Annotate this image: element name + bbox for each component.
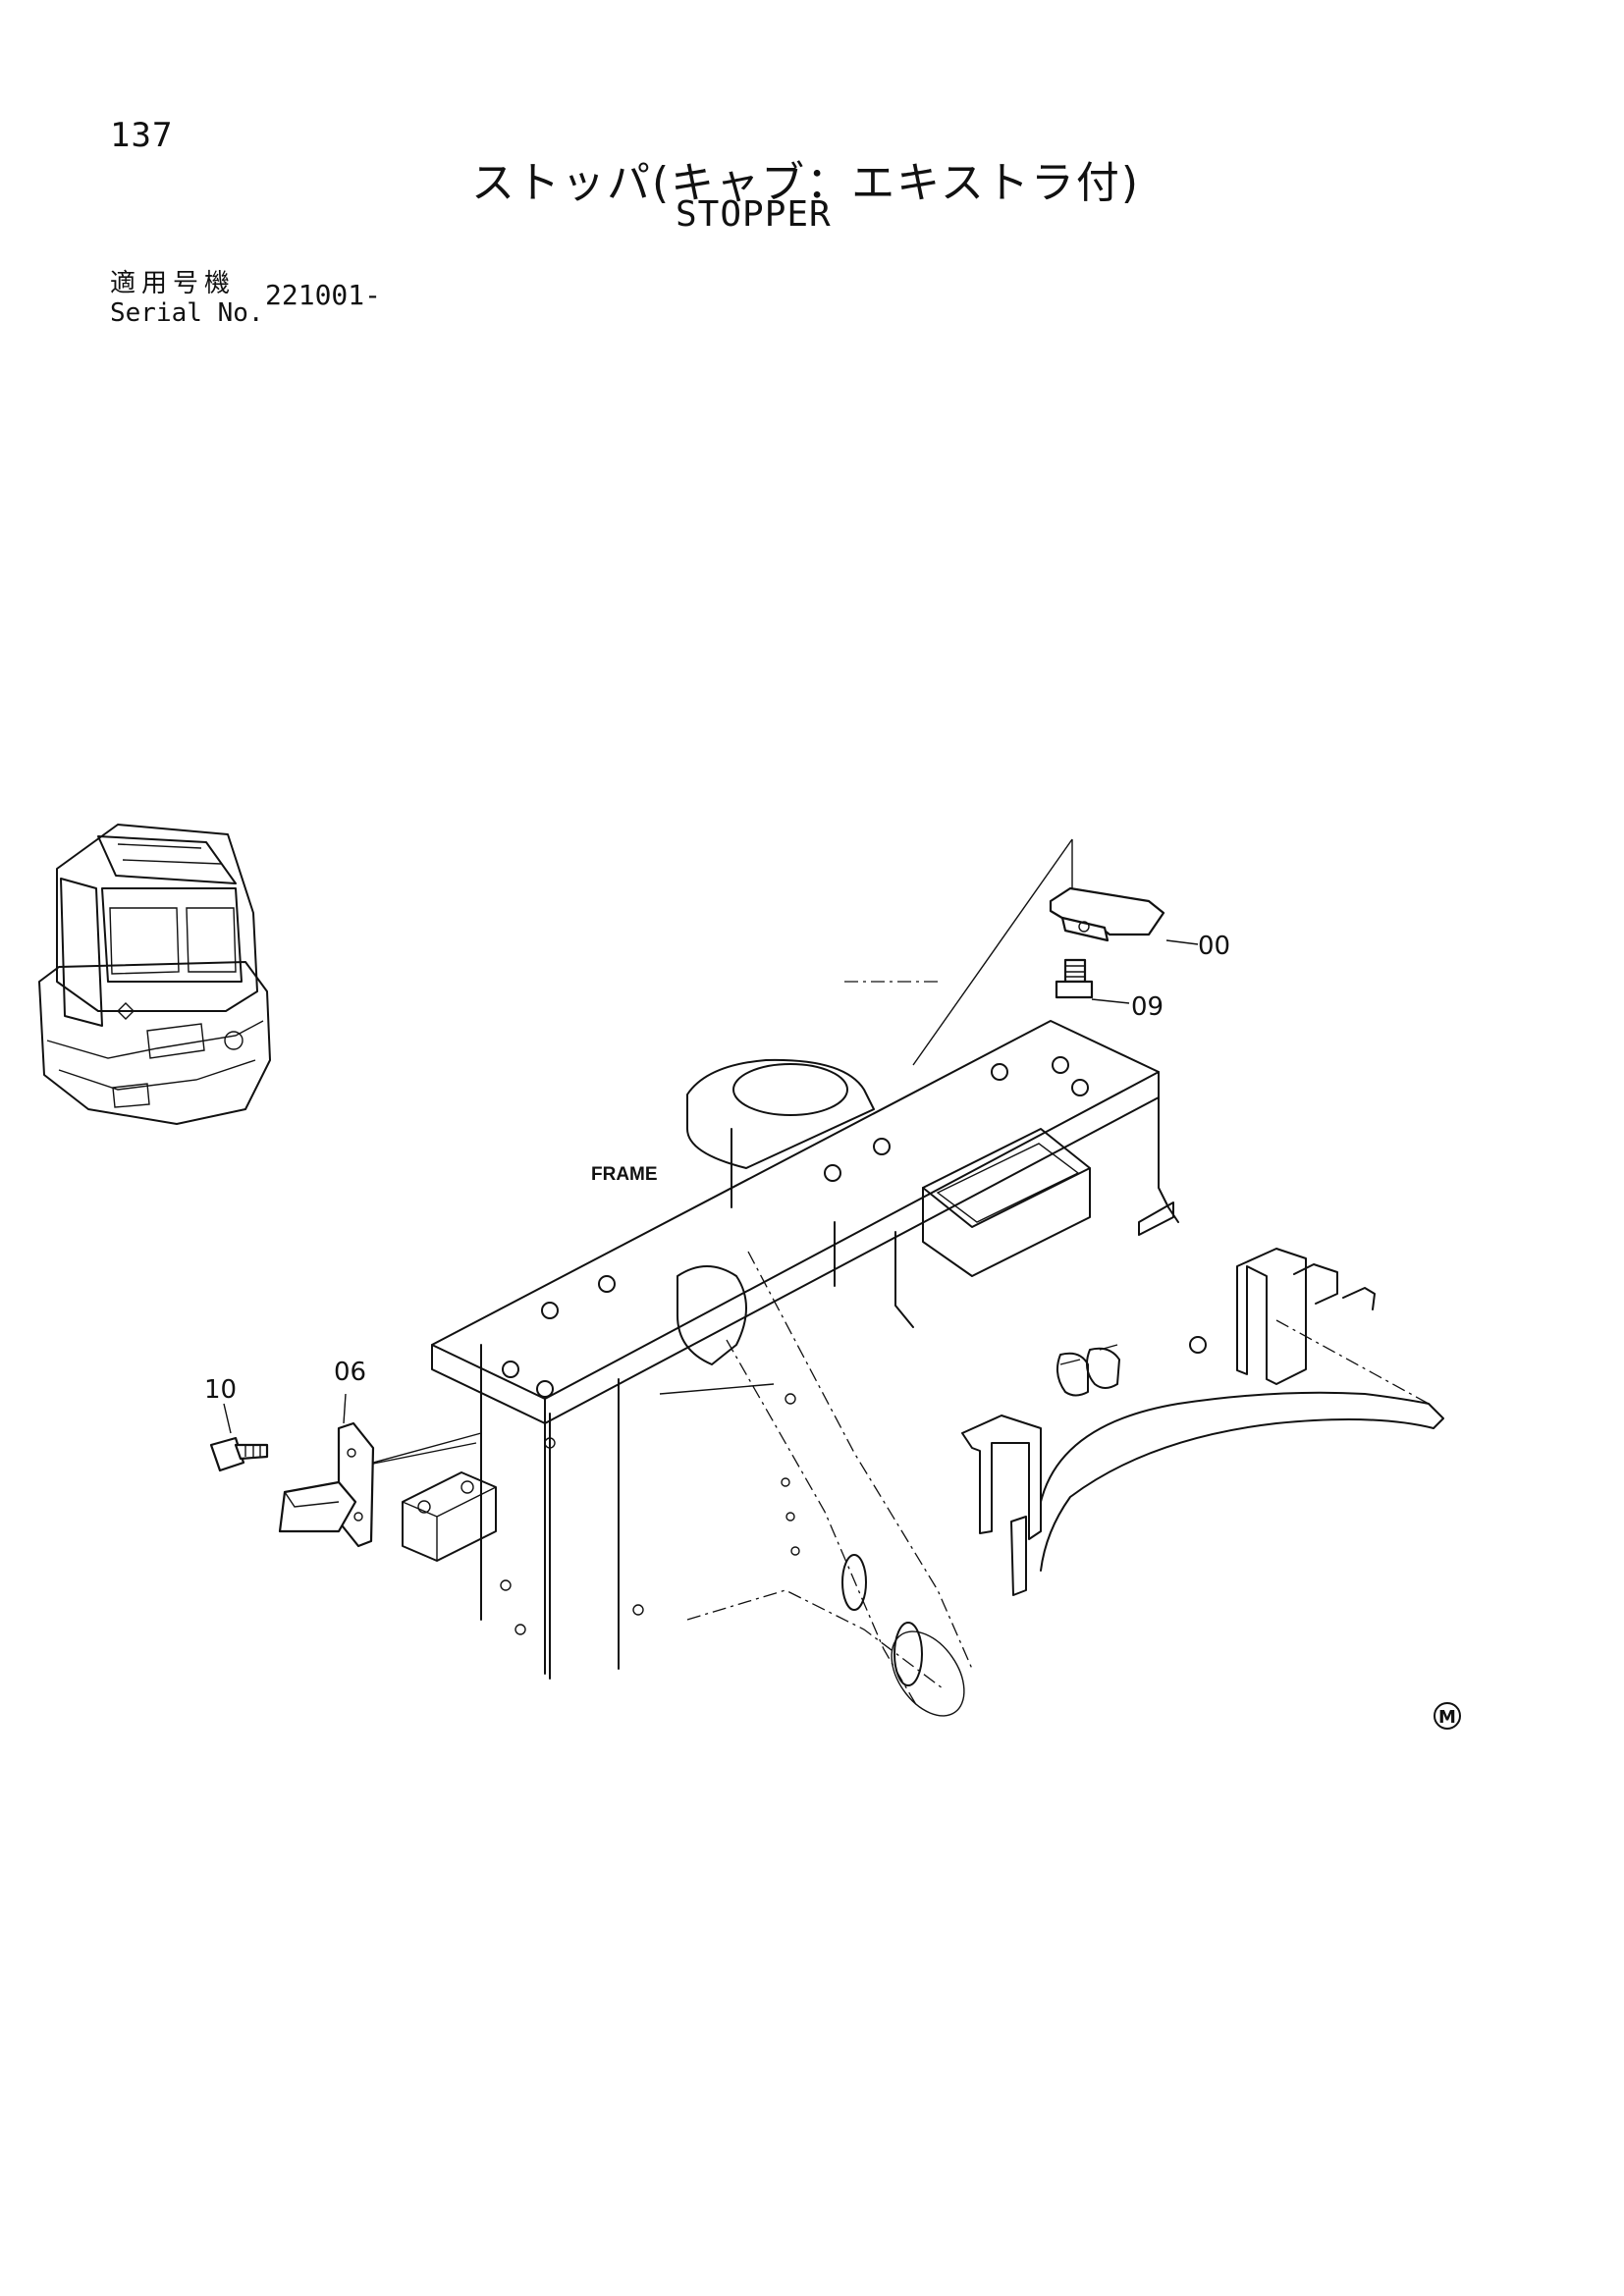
callout-06: 06 <box>334 1358 366 1387</box>
serial-number-value: 221001- <box>265 279 382 311</box>
page-number: 137 <box>110 116 174 155</box>
part-00-stopper[interactable] <box>1049 886 1165 942</box>
m-mark-letter: M <box>1438 1707 1456 1728</box>
callout-09: 09 <box>1131 992 1164 1022</box>
part-10-bolt[interactable] <box>209 1436 269 1472</box>
part-06-stopper-bracket[interactable] <box>278 1421 375 1548</box>
page-title-english: STOPPER <box>676 194 832 235</box>
upper-frame-illustration <box>402 981 1444 1717</box>
callout-00: 00 <box>1198 932 1230 961</box>
m-mark: M <box>1434 1702 1461 1730</box>
callout-10: 10 <box>204 1375 237 1405</box>
serial-label-japanese: 適用号機 <box>110 269 237 298</box>
part-09-bolt[interactable] <box>1055 958 1094 999</box>
cab-thumbnail-illustration <box>38 824 271 1125</box>
serial-label-english: Serial No. <box>110 298 264 328</box>
frame-label: FRAME <box>591 1164 658 1185</box>
page-title-japanese: ストッパ(キャブ：エキストラ付) <box>471 158 1141 208</box>
